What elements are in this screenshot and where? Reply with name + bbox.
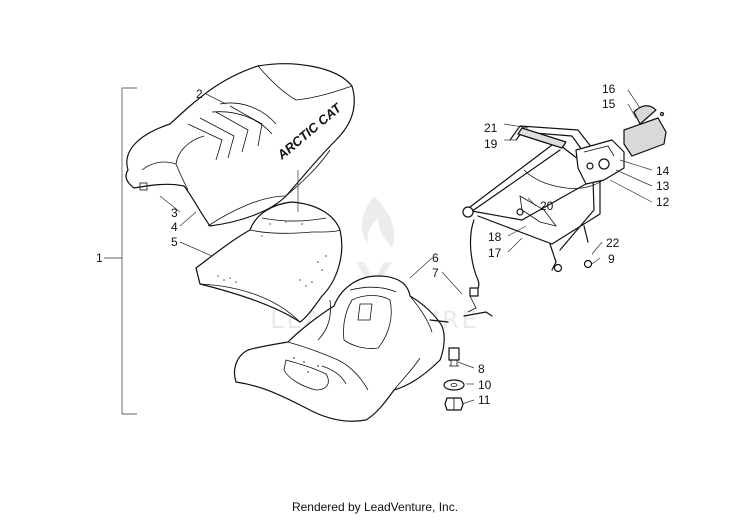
reflector-strip	[517, 127, 567, 149]
callout-4: 4	[171, 220, 178, 234]
callout-8: 8	[478, 362, 485, 376]
callout-9: 9	[608, 252, 615, 266]
callout-1: 1	[96, 251, 103, 265]
seat-latch-wire	[429, 295, 493, 323]
callout-11: 11	[478, 393, 491, 407]
callout-2: 2	[196, 87, 203, 101]
watermark-flame-icon	[356, 196, 395, 292]
callout-14: 14	[656, 164, 670, 178]
callout-20: 20	[540, 199, 554, 213]
callout-22: 22	[606, 236, 620, 250]
callout-7: 7	[432, 266, 439, 280]
callout-3: 3	[171, 206, 178, 220]
callout-6: 6	[432, 251, 439, 265]
leader-lines	[159, 89, 653, 405]
seat-foam	[195, 201, 343, 323]
callout-15: 15	[602, 97, 616, 111]
seat-base	[233, 275, 445, 422]
callout-5: 5	[171, 235, 178, 249]
callout-19: 19	[484, 137, 498, 151]
callout-21: 21	[484, 121, 498, 135]
callout-16: 16	[602, 82, 616, 96]
callout-13: 13	[656, 179, 670, 193]
callout-12: 12	[656, 195, 670, 209]
callout-18: 18	[488, 230, 502, 244]
mounting-hardware	[443, 347, 465, 411]
foam-texture	[217, 221, 327, 287]
tail-light	[575, 105, 667, 185]
assembly-bracket	[104, 87, 137, 415]
seat-cover: ARCTIC CAT	[125, 63, 355, 227]
footer-credit: Rendered by LeadVenture, Inc.	[291, 500, 459, 514]
callout-labels: 1 2 3 4 5 6 7 8 9 10 11 12 13 14 15 16 1…	[96, 82, 670, 407]
callout-10: 10	[478, 378, 492, 392]
callout-17: 17	[488, 246, 502, 260]
